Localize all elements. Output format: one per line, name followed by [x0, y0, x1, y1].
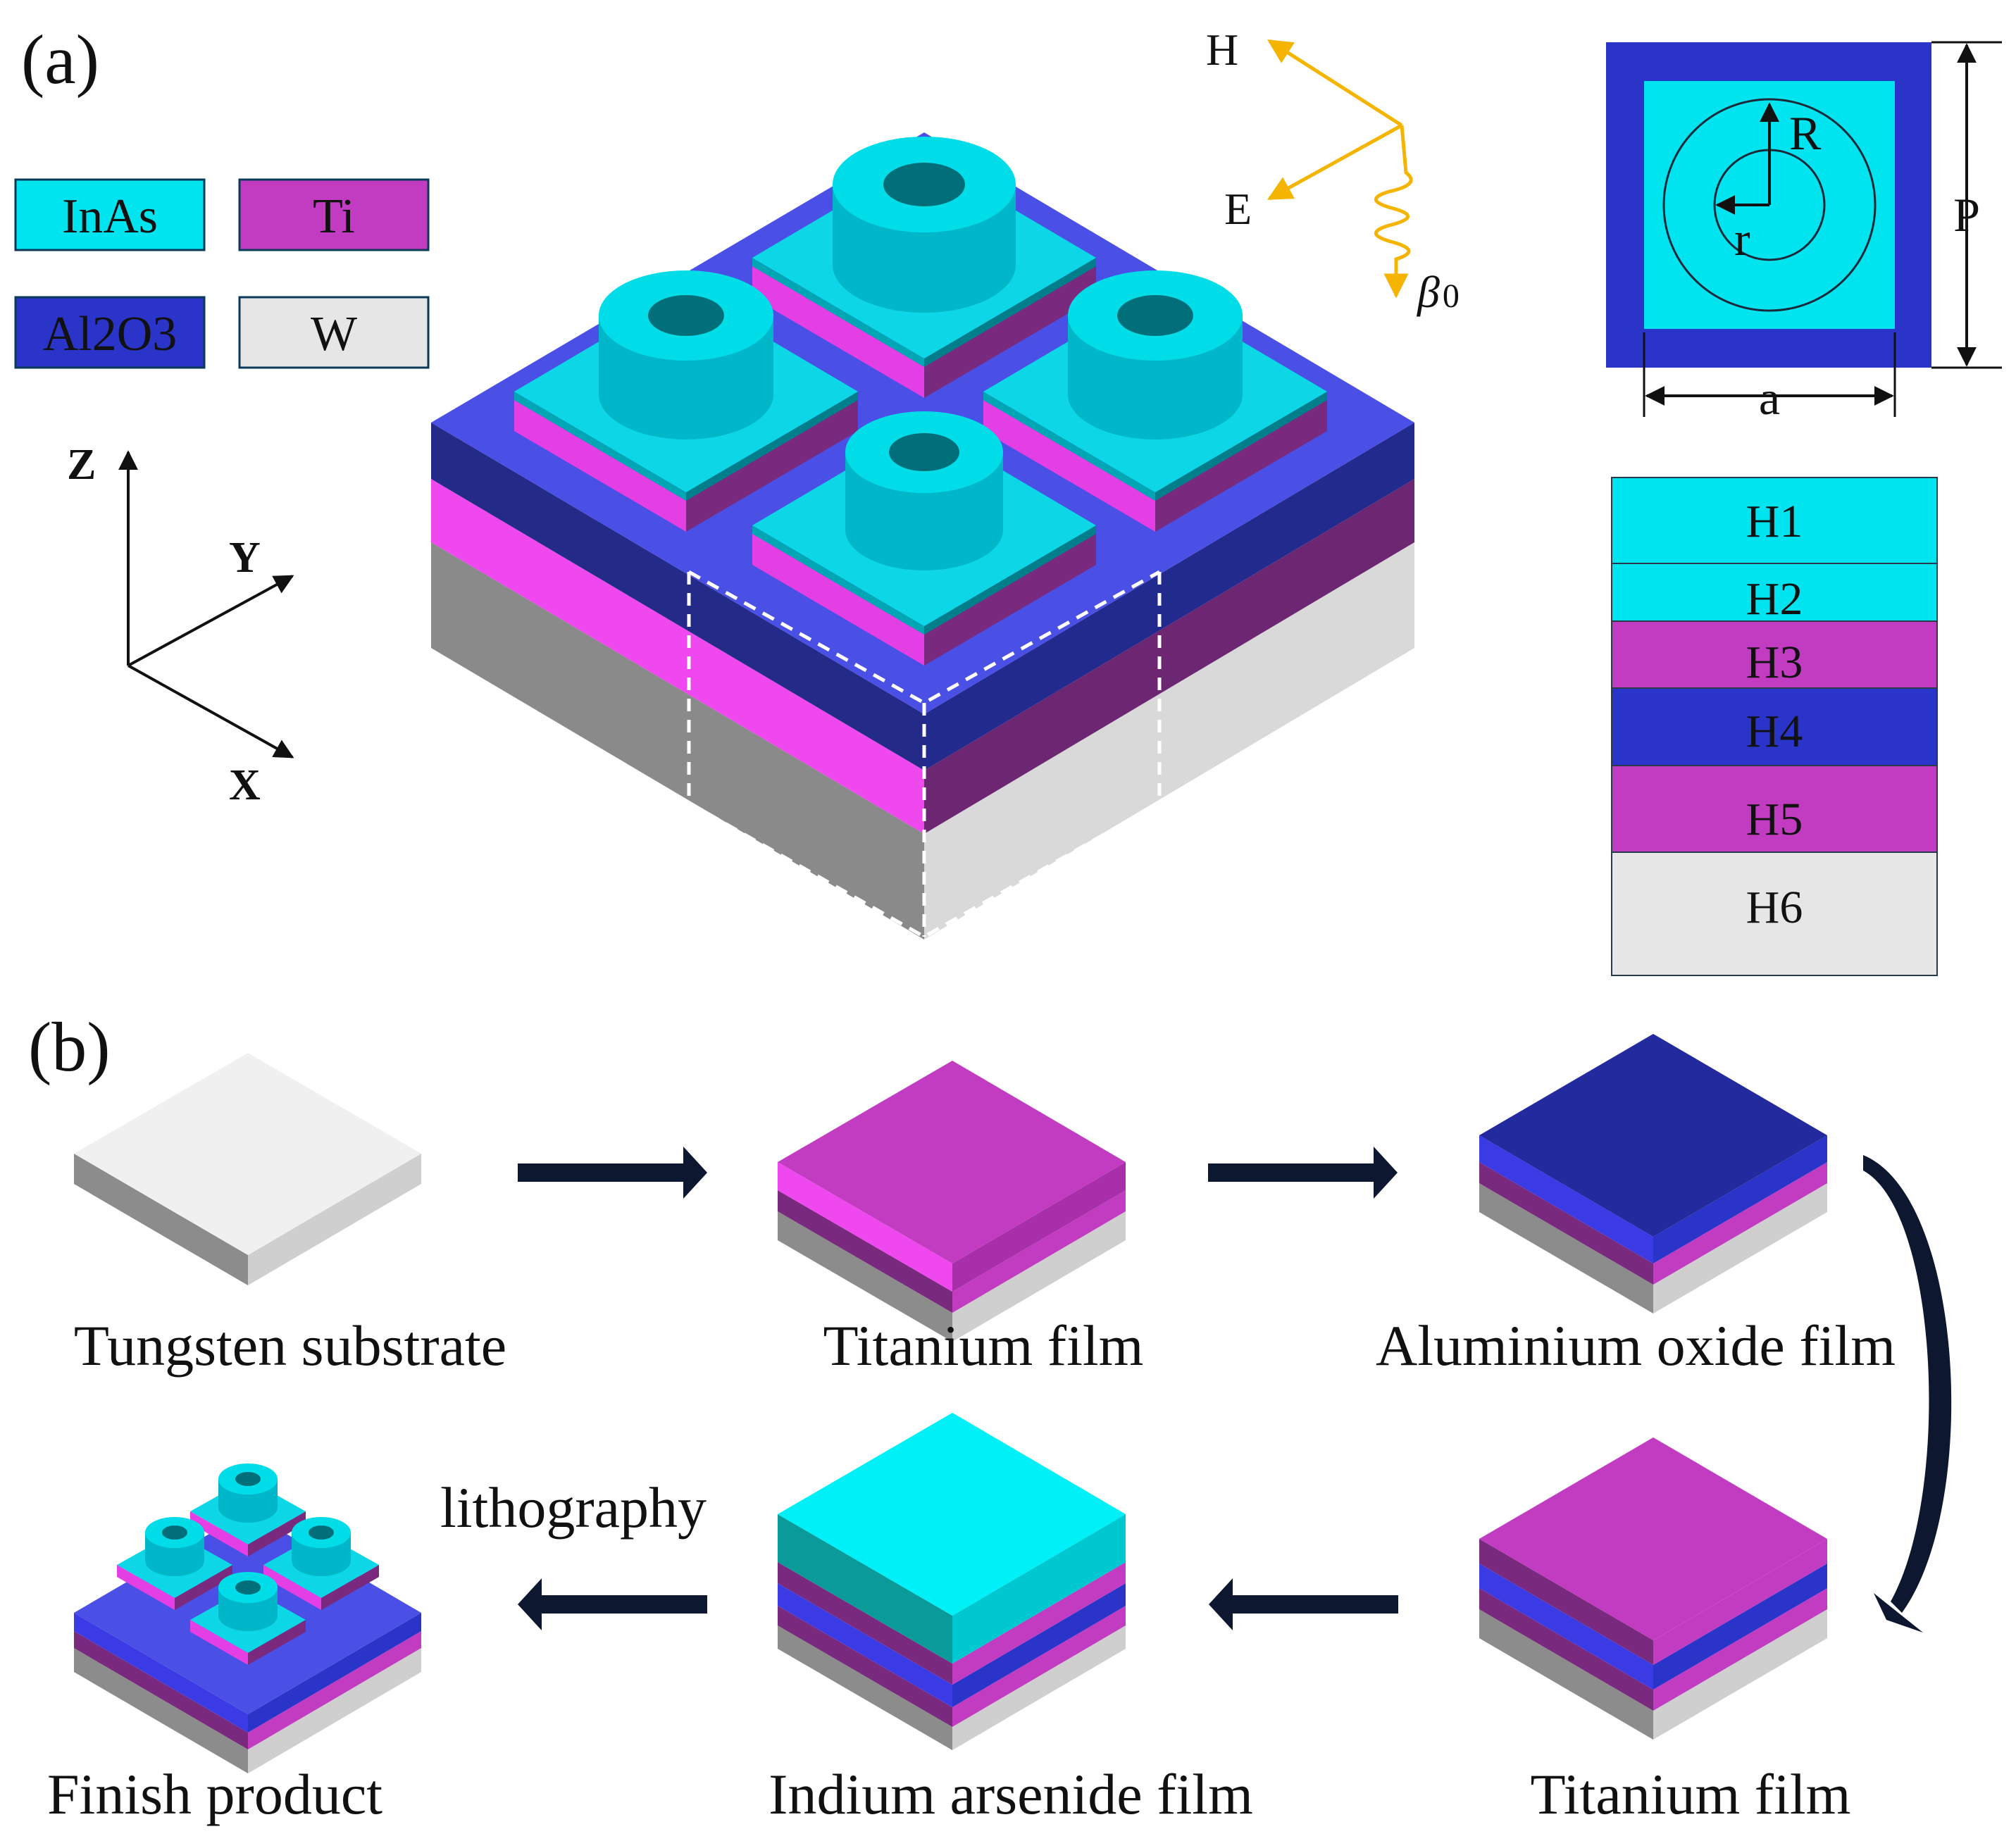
lithography-label: lithography [440, 1475, 707, 1540]
resonator-unit-front [752, 411, 1096, 666]
material-legend: InAs Ti Al2O3 W [14, 178, 430, 369]
arrow-step3-to-step4-head [1874, 1593, 1923, 1633]
step-label-titanium-film-2: Titanium film [1531, 1762, 1851, 1826]
x-axis-label: X [229, 761, 261, 809]
layer-h1 [1611, 477, 1938, 564]
titanium-layer-right [924, 479, 1414, 834]
resonator-unit-left [514, 270, 858, 532]
legend-swatch-w [238, 296, 430, 369]
h-field-label: H [1206, 25, 1238, 75]
step-finish-product [74, 1464, 421, 1773]
panel-b-label: (b) [28, 1008, 111, 1086]
big-radius-label: R [1789, 106, 1822, 160]
resonator-units [514, 137, 1327, 666]
step-titanium-film-2 [1479, 1437, 1827, 1740]
step-label-indium-arsenide-film: Indium arsenide film [769, 1762, 1253, 1826]
step-label-aluminium-oxide-film: Aluminium oxide film [1376, 1313, 1896, 1378]
legend-swatch-ti [238, 178, 430, 251]
layer-h6 [1611, 851, 1938, 976]
alumina-layer-right [924, 423, 1414, 770]
tungsten-layer-right [924, 542, 1414, 940]
layer-h2 [1611, 563, 1938, 622]
layer-h4 [1611, 687, 1938, 766]
alumina-layer-left [431, 423, 924, 770]
beta-label: β0 [1416, 267, 1460, 317]
resonator-unit-right [983, 270, 1327, 532]
layer-h6-label: H6 [1746, 882, 1803, 933]
step-label-titanium-film-1: Titanium film [823, 1313, 1144, 1378]
z-axis-label: Z [67, 441, 96, 489]
y-axis-arrow [127, 575, 294, 667]
period-label: P [1953, 188, 1980, 242]
layer-stack-side-view [1611, 477, 1938, 976]
arrow-step5-to-step6 [518, 1578, 707, 1630]
layer-h3 [1611, 620, 1938, 689]
legend-swatch-inas [14, 178, 206, 251]
layer-h3-label: H3 [1746, 637, 1803, 688]
step-label-tungsten-substrate: Tungsten substrate [74, 1313, 506, 1378]
incident-wave [1267, 39, 1413, 299]
x-axis-arrow [127, 664, 294, 759]
step-label-finish-product: Finish product [47, 1762, 382, 1826]
panel-a-label: (a) [21, 20, 99, 99]
layer-h5 [1611, 765, 1938, 853]
layer-h2-label: H2 [1746, 573, 1803, 625]
arrow-step2-to-step3 [1208, 1147, 1398, 1199]
resonator-unit-back [752, 137, 1096, 398]
arrow-step4-to-step5 [1209, 1578, 1398, 1630]
y-axis-label: Y [229, 534, 261, 582]
unit-cell-top-view [1606, 41, 2002, 417]
e-field-arrow [1267, 123, 1403, 201]
layer-h4-label: H4 [1746, 706, 1803, 757]
small-radius-label: r [1734, 212, 1750, 266]
arrow-step1-to-step2 [518, 1147, 707, 1199]
arrow-step3-to-step4 [1863, 1155, 1952, 1613]
process-arrows [518, 1147, 1952, 1633]
legend-label-al2o3: Al2O3 [43, 307, 178, 361]
h-field-arrow [1267, 39, 1403, 127]
legend-label-ti: Ti [313, 189, 355, 244]
e-field-label: E [1224, 184, 1252, 234]
layer-h5-label: H5 [1746, 794, 1803, 845]
step-aluminium-oxide-film [1479, 1034, 1827, 1313]
legend-label-w: W [311, 307, 357, 361]
side-length-label: a [1759, 371, 1780, 425]
titanium-layer-left [431, 479, 924, 834]
legend-label-inas: InAs [62, 189, 158, 244]
step-titanium-film [778, 1061, 1126, 1342]
legend-swatch-al2o3 [14, 296, 206, 369]
step-indium-arsenide-film [778, 1413, 1126, 1750]
wave-vector-arrow [1374, 125, 1413, 299]
tungsten-layer-left [431, 542, 924, 940]
step-tungsten-substrate [74, 1053, 421, 1285]
coordinate-axes [118, 450, 294, 759]
unit-cell-dashed-outline [687, 570, 1162, 939]
layer-h1-label: H1 [1746, 496, 1803, 547]
